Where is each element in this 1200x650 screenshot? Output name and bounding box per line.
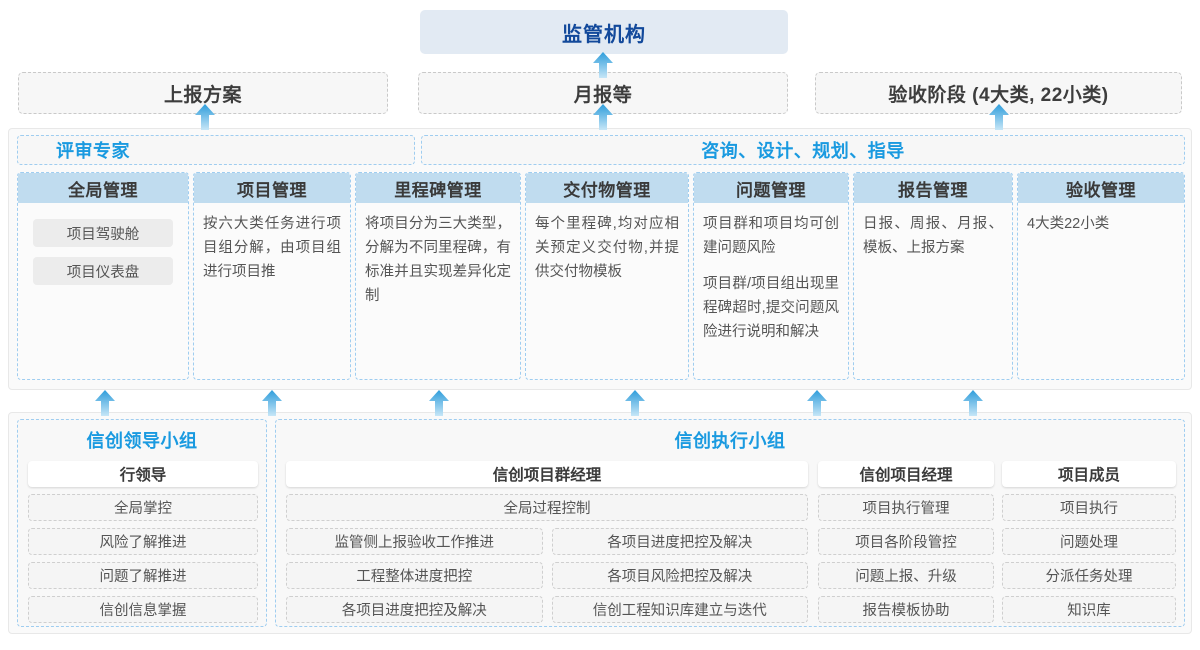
up-arrow-icon: [95, 390, 115, 416]
column-body: 4大类22小类: [1018, 203, 1184, 237]
column-header-label: 验收管理: [1066, 180, 1136, 200]
task-item[interactable]: 风险了解推进: [28, 528, 258, 555]
column-header: 问题管理: [694, 173, 848, 203]
report-box-label: 月报等: [573, 84, 633, 106]
task-item[interactable]: 分派任务处理: [1002, 562, 1176, 589]
role-column-program-manager: 信创项目群经理 全局过程控制 监管侧上报验收工作推进 各项目进度把控及解决 工程…: [286, 461, 808, 630]
up-arrow-icon: [429, 390, 449, 416]
band-consulting: 咨询、设计、规划、指导: [421, 135, 1185, 165]
report-box-label: 上报方案: [163, 84, 242, 106]
column-description: 日报、周报、月报、模板、上报方案: [863, 216, 1003, 256]
column-header-label: 问题管理: [736, 180, 806, 200]
group-title: 信创领导小组: [86, 431, 198, 451]
group-title: 信创执行小组: [674, 431, 786, 451]
role-header[interactable]: 项目成员: [1002, 461, 1176, 487]
column-issue-management[interactable]: 问题管理 项目群和项目均可创建问题风险 项目群/项目组出现里程碑超时,提交问题风…: [693, 172, 849, 380]
task-item[interactable]: 信创工程知识库建立与迭代: [551, 596, 808, 623]
up-arrow-icon: [195, 104, 215, 130]
up-arrow-icon: [807, 390, 827, 416]
task-item[interactable]: 监管侧上报验收工作推进: [286, 528, 543, 555]
task-item[interactable]: 问题上报、升级: [818, 562, 994, 589]
regulator-label: 监管机构: [562, 23, 646, 46]
up-arrow-icon: [625, 390, 645, 416]
group-leadership: 信创领导小组 行领导 全局掌控 风险了解推进 问题了解推进 信创信息掌握: [17, 419, 267, 627]
column-header: 项目管理: [194, 173, 350, 203]
column-description: 将项目分为三大类型，分解为不同里程碑，有标准并且实现差异化定制: [365, 216, 511, 304]
column-deliverable-management[interactable]: 交付物管理 每个里程碑,均对应相关预定义交付物,并提供交付物模板: [525, 172, 689, 380]
up-arrow-icon: [593, 52, 613, 78]
task-item[interactable]: 项目各阶段管控: [818, 528, 994, 555]
task-item[interactable]: 问题了解推进: [28, 562, 258, 589]
task-item[interactable]: 项目执行管理: [818, 494, 994, 521]
task-item[interactable]: 报告模板协助: [818, 596, 994, 623]
task-item-full[interactable]: 全局过程控制: [286, 494, 808, 521]
pill-item[interactable]: 项目驾驶舱: [33, 219, 173, 247]
role-column-project-manager: 信创项目经理 项目执行管理 项目各阶段管控 问题上报、升级 报告模板协助: [818, 461, 994, 630]
column-global-management[interactable]: 全局管理 项目驾驶舱 项目仪表盘: [17, 172, 189, 380]
column-description: 每个里程碑,均对应相关预定义交付物,并提供交付物模板: [535, 216, 679, 280]
column-report-management[interactable]: 报告管理 日报、周报、月报、模板、上报方案: [853, 172, 1013, 380]
column-description: 4大类22小类: [1027, 216, 1110, 232]
task-item[interactable]: 工程整体进度把控: [286, 562, 543, 589]
column-header-label: 报告管理: [898, 180, 968, 200]
column-body: 项目驾驶舱 项目仪表盘: [18, 203, 188, 285]
column-header: 验收管理: [1018, 173, 1184, 203]
task-row: 监管侧上报验收工作推进 各项目进度把控及解决: [286, 528, 808, 562]
role-column-project-member: 项目成员 项目执行 问题处理 分派任务处理 知识库: [1002, 461, 1176, 630]
column-body: 按六大类任务进行项目组分解，由项目组进行项目推: [194, 203, 350, 285]
pill-item[interactable]: 项目仪表盘: [33, 257, 173, 285]
task-row: 工程整体进度把控 各项目风险把控及解决: [286, 562, 808, 596]
task-item[interactable]: 各项目进度把控及解决: [551, 528, 808, 555]
role-header[interactable]: 行领导: [28, 461, 258, 487]
group-execution: 信创执行小组 信创项目群经理 全局过程控制 监管侧上报验收工作推进 各项目进度把…: [275, 419, 1185, 627]
column-header: 报告管理: [854, 173, 1012, 203]
column-header-label: 项目管理: [237, 180, 307, 200]
column-description-2: 项目群/项目组出现里程碑超时,提交问题风险进行说明和解决: [703, 275, 839, 340]
column-description: 项目群和项目均可创建问题风险: [703, 216, 839, 256]
band-label: 评审专家: [56, 141, 130, 161]
role-header[interactable]: 信创项目群经理: [286, 461, 808, 487]
column-header-label: 全局管理: [68, 180, 138, 200]
column-body: 每个里程碑,均对应相关预定义交付物,并提供交付物模板: [526, 203, 688, 285]
column-project-management[interactable]: 项目管理 按六大类任务进行项目组分解，由项目组进行项目推: [193, 172, 351, 380]
teams-section: 信创领导小组 行领导 全局掌控 风险了解推进 问题了解推进 信创信息掌握 信创执…: [8, 412, 1192, 634]
column-header-label: 里程碑管理: [394, 180, 482, 200]
task-item[interactable]: 信创信息掌握: [28, 596, 258, 623]
column-header: 里程碑管理: [356, 173, 520, 203]
task-item[interactable]: 问题处理: [1002, 528, 1176, 555]
task-item[interactable]: 知识库: [1002, 596, 1176, 623]
column-body: 将项目分为三大类型，分解为不同里程碑，有标准并且实现差异化定制: [356, 203, 520, 309]
column-acceptance-management[interactable]: 验收管理 4大类22小类: [1017, 172, 1185, 380]
up-arrow-icon: [963, 390, 983, 416]
task-item[interactable]: 各项目风险把控及解决: [551, 562, 808, 589]
task-item[interactable]: 项目执行: [1002, 494, 1176, 521]
task-item[interactable]: 各项目进度把控及解决: [286, 596, 543, 623]
regulator-box: 监管机构: [420, 10, 788, 54]
band-review-experts: 评审专家: [17, 135, 415, 165]
column-header: 交付物管理: [526, 173, 688, 203]
up-arrow-icon: [262, 390, 282, 416]
column-header: 全局管理: [18, 173, 188, 203]
task-item[interactable]: 全局掌控: [28, 494, 258, 521]
report-box-label: 验收阶段 (4大类, 22小类): [888, 84, 1109, 106]
band-label: 咨询、设计、规划、指导: [701, 141, 905, 161]
up-arrow-icon: [593, 104, 613, 130]
task-row: 各项目进度把控及解决 信创工程知识库建立与迭代: [286, 596, 808, 630]
up-arrow-icon: [989, 104, 1009, 130]
management-section: 评审专家 咨询、设计、规划、指导 全局管理 项目驾驶舱 项目仪表盘 项目管理 按…: [8, 128, 1192, 390]
role-column-bank-leader: 行领导 全局掌控 风险了解推进 问题了解推进 信创信息掌握: [28, 461, 258, 630]
column-milestone-management[interactable]: 里程碑管理 将项目分为三大类型，分解为不同里程碑，有标准并且实现差异化定制: [355, 172, 521, 380]
column-body: 项目群和项目均可创建问题风险 项目群/项目组出现里程碑超时,提交问题风险进行说明…: [694, 203, 848, 345]
column-body: 日报、周报、月报、模板、上报方案: [854, 203, 1012, 261]
column-description: 按六大类任务进行项目组分解，由项目组进行项目推: [203, 216, 341, 280]
role-header[interactable]: 信创项目经理: [818, 461, 994, 487]
column-header-label: 交付物管理: [563, 180, 651, 200]
